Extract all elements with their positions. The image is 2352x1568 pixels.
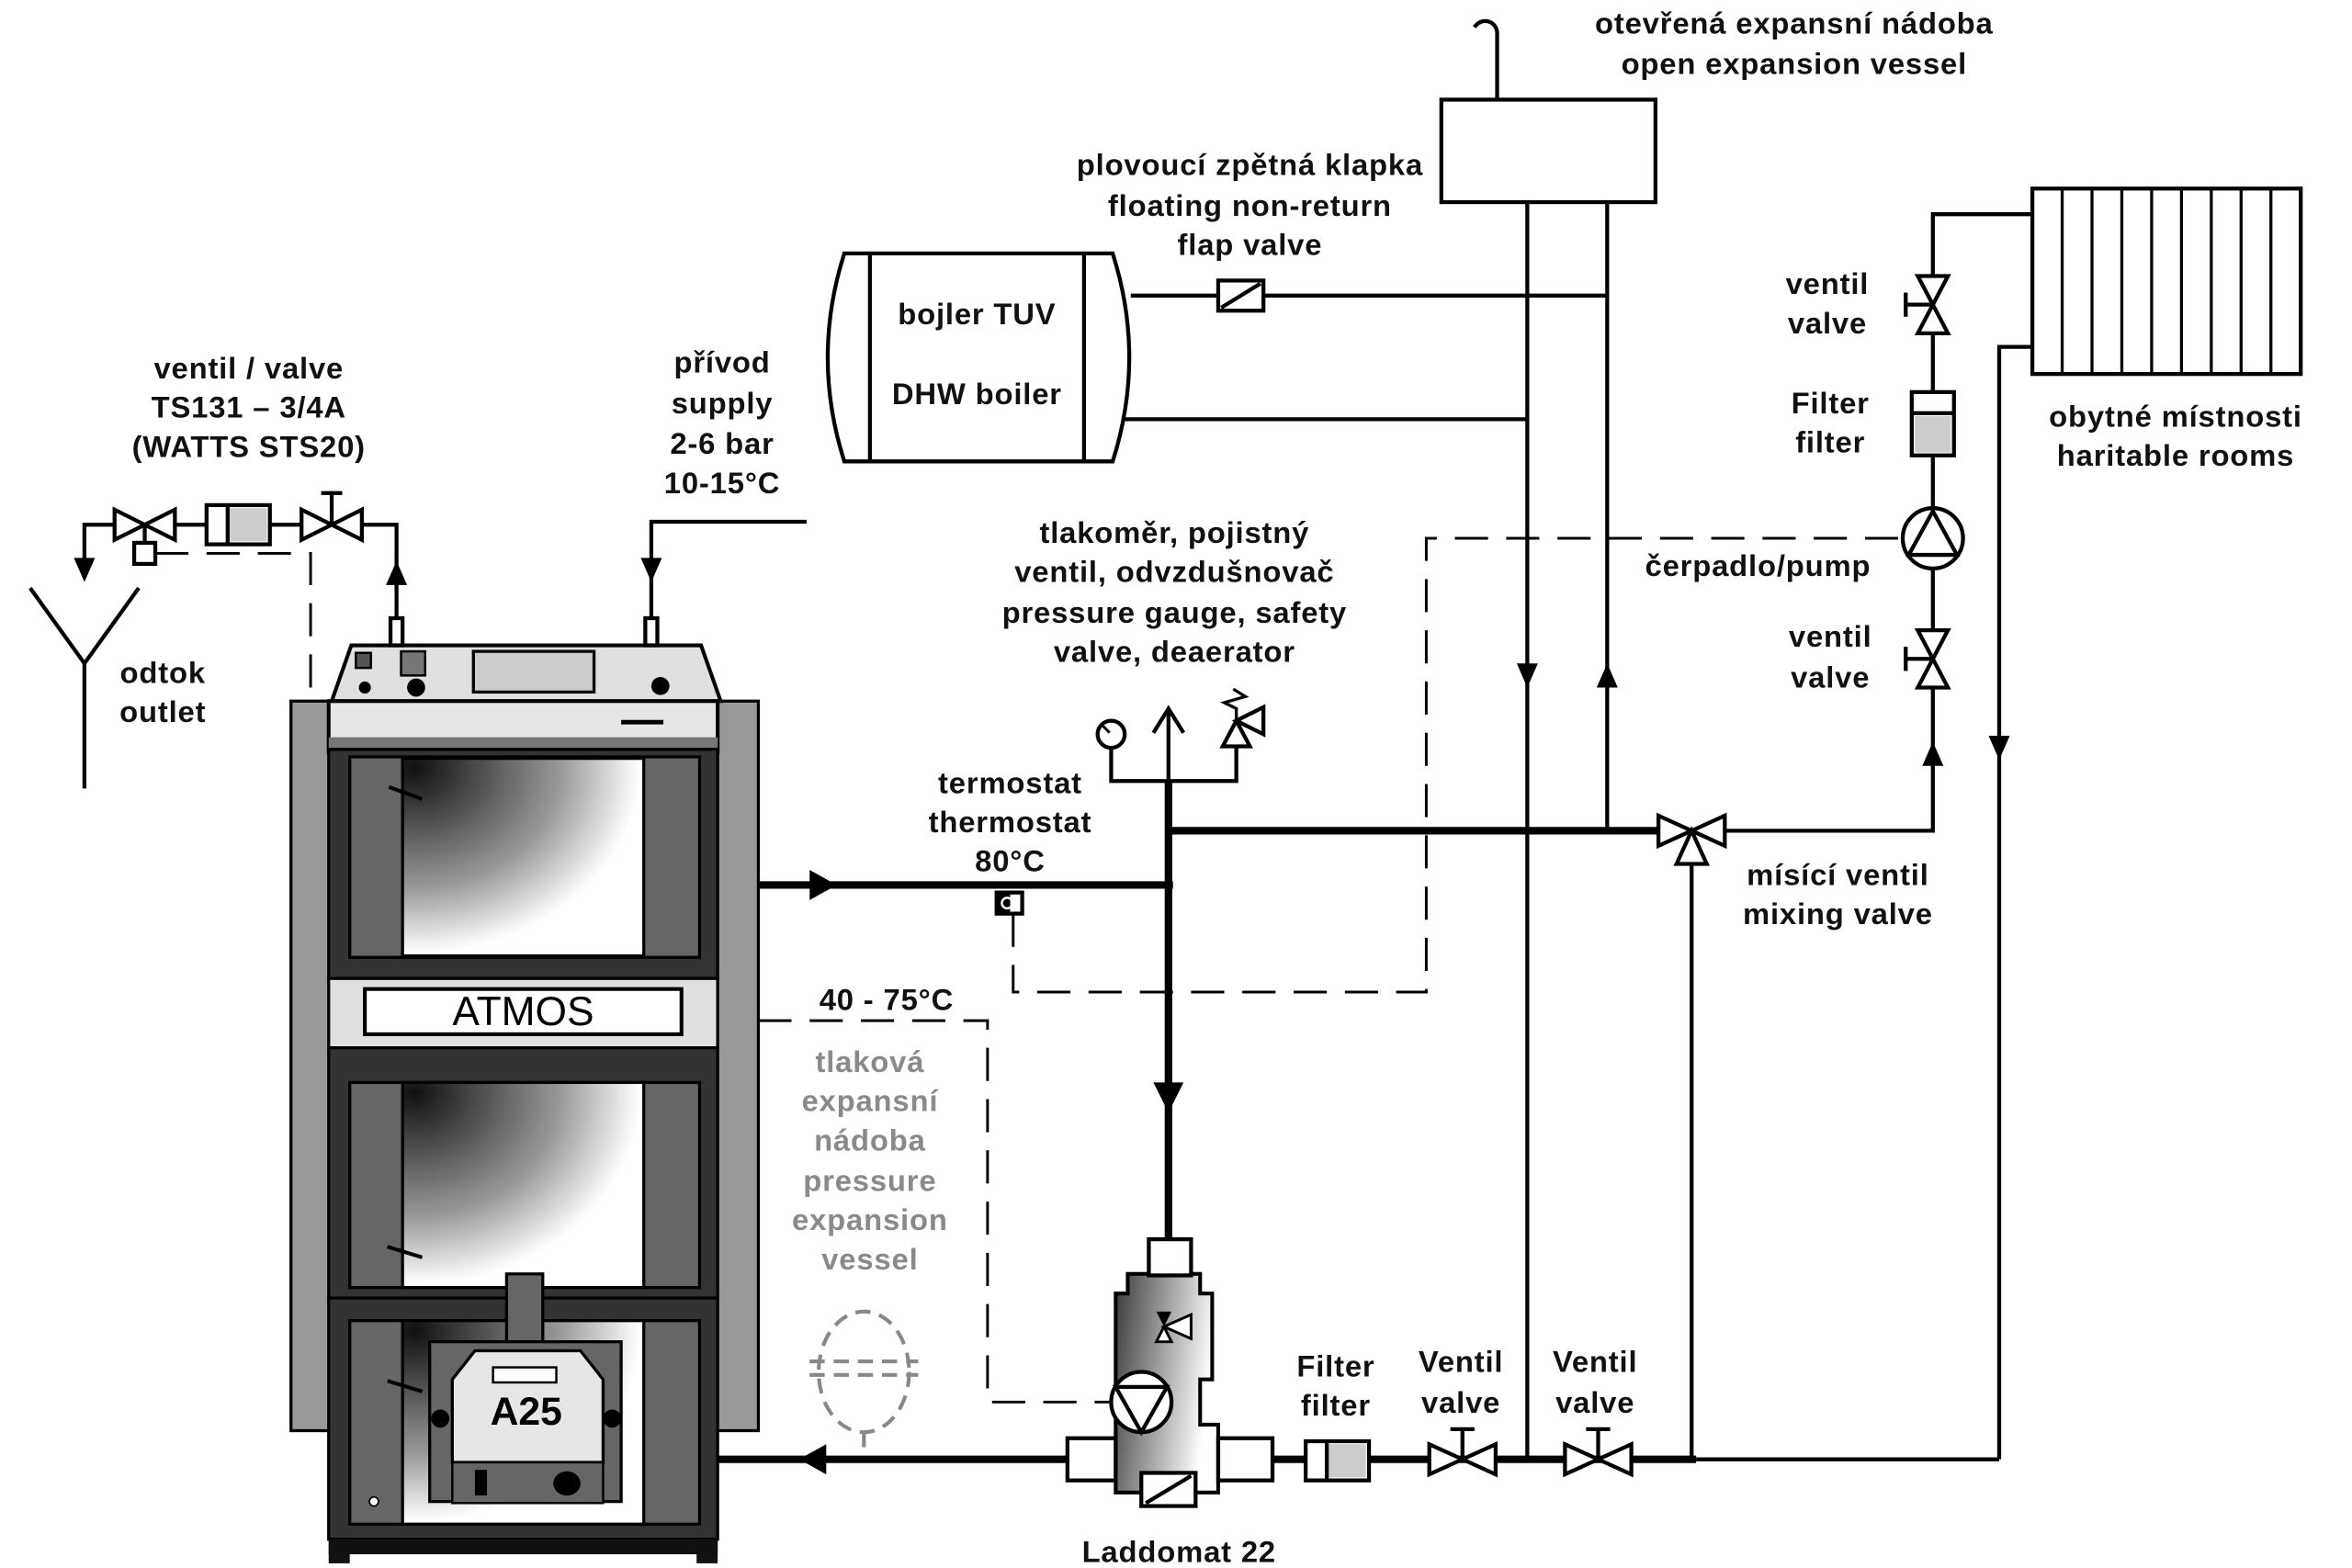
- flap-valve-label-2: floating non-return: [1108, 188, 1392, 222]
- return-valve-2-label-2: valve: [1555, 1385, 1634, 1419]
- radiator-valve-bottom-icon: [1914, 627, 1951, 690]
- pressure-gauge-icon: [1095, 718, 1127, 750]
- radiator-valve-top-label-1: ventil: [1786, 266, 1870, 300]
- drain-valve-label-1: ventil / valve: [153, 351, 344, 385]
- laddomat-pump-icon: [1109, 1370, 1174, 1435]
- laddomat-thermo-valve-icon: [1156, 1311, 1172, 1327]
- flow-arrow-right-icon: [809, 870, 837, 900]
- vent-pipe-icon: [1473, 18, 1499, 100]
- safety-label-1: tlakoměr, pojistný: [1039, 515, 1309, 549]
- boiler-middle-door-window: [401, 1080, 646, 1290]
- radiator-icon: [2030, 186, 2303, 377]
- radiator-circuit: mísící ventil mixing valve ventil valve …: [1645, 186, 2303, 1460]
- open-expansion-vessel: otevřená expansní nádoba open expansion …: [1439, 6, 1994, 1462]
- boiler-brand-label: ATMOS: [452, 989, 594, 1034]
- flap-valve-label-1: plovoucí zpětná klapka: [1077, 148, 1423, 182]
- outlet-funnel-icon: [28, 586, 141, 667]
- safety-label-4: valve, deaerator: [1054, 635, 1295, 669]
- flow-arrow-down-icon: [1988, 735, 2010, 761]
- pressure-vessel-icon: [817, 1309, 911, 1435]
- boiler-indicator-small: [358, 681, 371, 694]
- flow-arrow-down-icon: [1153, 1082, 1184, 1113]
- boiler: ATMOS A25: [289, 643, 761, 1563]
- outlet-label-1: odtok: [120, 656, 206, 690]
- mixing-valve-label-1: mísící ventil: [1747, 857, 1929, 891]
- pressure-vessel-label-5: expansion: [792, 1202, 948, 1236]
- dhw-boiler: bojler TUV DHW boiler plovoucí zpětná kl…: [825, 148, 1608, 464]
- drain-valve-label-3: (WATTS STS20): [132, 429, 366, 463]
- circulation-pump-icon: [1900, 506, 1965, 570]
- temp-range-label: 40 - 75°C: [820, 983, 954, 1017]
- thermostat-label-1: termostat: [938, 765, 1082, 799]
- open-vessel-label-2: open expansion vessel: [1622, 47, 1968, 81]
- flow-arrow-down-icon: [1516, 663, 1538, 688]
- pressure-vessel-label-2: expansní: [801, 1084, 938, 1118]
- flow-arrow-up-icon: [1922, 741, 1944, 766]
- radiator-fins: [2060, 188, 2273, 375]
- open-vessel-label-1: otevřená expansní nádoba: [1595, 6, 1994, 39]
- return-filter-label-1: Filter: [1296, 1348, 1374, 1382]
- thermostat-label-3: 80°C: [975, 844, 1046, 878]
- cold-water-supply: přívod supply 2-6 bar 10-15°C: [640, 345, 807, 648]
- boiler-switch-2: [400, 649, 426, 677]
- return-valve-2-label-1: Ventil: [1553, 1345, 1637, 1379]
- supply-arrow-down-icon: [640, 558, 662, 582]
- pressure-vessel-label-6: vessel: [821, 1242, 918, 1276]
- safety-group: tlakoměr, pojistný ventil, odvzdušnovač …: [929, 515, 1348, 916]
- rooms-label-1: obytné místnosti: [2049, 400, 2302, 434]
- thermal-sensor-icon: [131, 540, 158, 567]
- open-expansion-tank-icon: [1439, 97, 1657, 205]
- radiator-valve-top-label-2: valve: [1788, 306, 1867, 340]
- flow-arrow-up-icon: [1596, 663, 1618, 688]
- dhw-tank-icon: [825, 251, 1132, 464]
- return-valve-1-label-1: Ventil: [1419, 1345, 1503, 1379]
- boiler-upper-door-window: [401, 756, 646, 958]
- safety-label-2: ventil, odvzdušnovač: [1014, 555, 1334, 589]
- safety-valve-icon: [1219, 704, 1266, 749]
- drain-valve-group: ventil / valve TS131 – 3/4A (WATTS STS20…: [28, 351, 408, 789]
- flow-arrow-left-icon: [798, 1444, 827, 1475]
- flap-valve-label-3: flap valve: [1178, 228, 1323, 262]
- pump-label: čerpadlo/pump: [1645, 548, 1871, 582]
- flow-arrow-down-icon: [74, 558, 96, 582]
- boiler-knob-1: [407, 678, 425, 697]
- radiator-valve-bottom-label-1: ventil: [1789, 619, 1872, 653]
- thermostat-label-2: thermostat: [929, 805, 1092, 839]
- supply-label-2: supply: [672, 386, 774, 420]
- radiator-filter-label-2: filter: [1795, 424, 1865, 458]
- supply-label-4: 10-15°C: [664, 466, 780, 500]
- boiler-switch-1: [355, 651, 372, 670]
- supply-label-1: přívod: [673, 345, 770, 379]
- laddomat-label: Laddomat 22: [1082, 1534, 1276, 1568]
- boiler-brand-plate: [363, 987, 684, 1036]
- return-filter-label-2: filter: [1301, 1388, 1371, 1422]
- boiler-display: [471, 649, 596, 694]
- burner-flue: [504, 1272, 545, 1345]
- boiler-side-panel-left: [289, 699, 335, 1433]
- laddomat-unit: Laddomat 22: [1065, 1236, 1276, 1568]
- mixing-valve-icon: [1656, 812, 1727, 866]
- mixing-valve-label-2: mixing valve: [1743, 897, 1933, 931]
- rooms-label-2: haritable rooms: [2057, 438, 2294, 472]
- flow-arrow-up-icon: [386, 560, 408, 585]
- pressure-expansion-vessel: 40 - 75°C tlaková expansní nádoba pressu…: [792, 983, 954, 1457]
- boiler-model-label: A25: [491, 1390, 562, 1434]
- radiator-valve-bottom-label-2: valve: [1791, 660, 1870, 694]
- pressure-vessel-label-1: tlaková: [815, 1044, 924, 1078]
- return-line-components: Filter filter Ventil valve Ventil valve: [1296, 1345, 1637, 1483]
- outlet-label-2: outlet: [119, 694, 206, 728]
- safety-label-3: pressure gauge, safety: [1002, 595, 1348, 629]
- boiler-side-panel-right: [714, 699, 761, 1433]
- pressure-vessel-label-4: pressure: [803, 1164, 936, 1198]
- boiler-knob-2: [650, 676, 670, 695]
- dhw-label-2: DHW boiler: [892, 377, 1062, 411]
- radiator-filter-label-1: Filter: [1792, 386, 1870, 420]
- return-valve-1-label-2: valve: [1421, 1385, 1500, 1419]
- drain-valve-label-2: TS131 – 3/4A: [152, 390, 346, 424]
- dhw-label-1: bojler TUV: [898, 297, 1056, 331]
- pressure-vessel-label-3: nádoba: [814, 1122, 926, 1156]
- supply-label-3: 2-6 bar: [670, 426, 774, 460]
